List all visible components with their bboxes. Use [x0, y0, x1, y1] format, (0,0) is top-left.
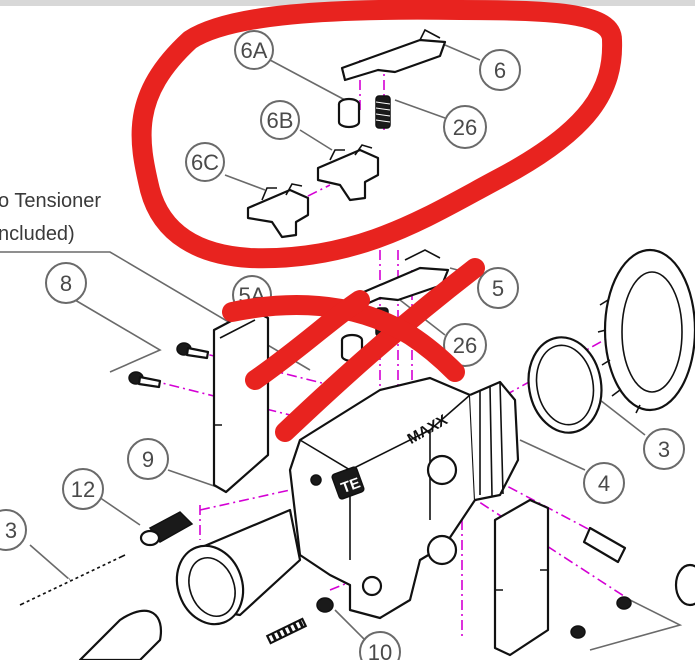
part-barrel-tube: [175, 508, 302, 626]
part-6B-nub: [316, 144, 380, 202]
part-4-oring: [527, 336, 603, 434]
part-10-spring-set: [265, 597, 334, 645]
svg-text:9: 9: [142, 447, 154, 472]
svg-text:6A: 6A: [241, 38, 268, 63]
callout-6C: 6C: [185, 142, 225, 182]
part-6-lever: [340, 28, 447, 82]
svg-text:6C: 6C: [191, 150, 219, 175]
callout-10: 10: [359, 631, 401, 660]
callout-6B: 6B: [260, 100, 300, 140]
leader-6C: [224, 174, 266, 191]
red-cross-stroke-2: [222, 295, 465, 382]
svg-text:8: 8: [60, 271, 72, 296]
part-8-screws: [128, 342, 210, 389]
svg-text:4: 4: [598, 471, 610, 496]
leader-12: [95, 494, 141, 526]
leader-6: [444, 44, 481, 61]
callout-9: 9: [127, 438, 169, 480]
part-right-cylinder: [674, 563, 695, 607]
hop-tensioner-label: o Tensioner ncluded): [0, 190, 101, 245]
svg-text:o Tensioner: o Tensioner: [0, 190, 101, 212]
leader-4: [519, 439, 586, 471]
part-3-locking-ring: [597, 248, 695, 414]
part-6C-nub: [246, 183, 310, 239]
svg-text:3: 3: [5, 518, 17, 543]
callout-26-upper: 26: [443, 105, 487, 149]
leader-26a: [394, 99, 446, 119]
callout-8: 8: [45, 262, 87, 304]
svg-text:6: 6: [494, 58, 506, 83]
leader-right-screws: [589, 599, 683, 651]
axis-spring-12: [199, 489, 291, 511]
svg-text:6B: 6B: [267, 108, 294, 133]
callout-5: 5: [477, 267, 519, 309]
part-hop-up-housing: TE MAXX: [288, 376, 477, 620]
part-6A-bushing: [337, 97, 361, 129]
svg-text:10: 10: [368, 640, 392, 660]
part-3-left-spring: [19, 554, 163, 660]
axis-right-screw: [419, 439, 591, 531]
part-9-plate-left: [212, 308, 270, 494]
callout-4: 4: [583, 462, 625, 504]
svg-text:ncluded): ncluded): [0, 223, 75, 245]
svg-text:3: 3: [658, 437, 670, 462]
callout-6: 6: [479, 49, 521, 91]
part-right-screws: [570, 526, 632, 639]
part-thread-ring: [469, 380, 520, 502]
leader-9: [167, 469, 221, 489]
svg-text:5: 5: [492, 276, 504, 301]
callout-6A: 6A: [234, 30, 274, 70]
callout-3-left: 3: [0, 509, 27, 551]
part-right-plate: [493, 498, 550, 657]
leader-6A: [269, 59, 346, 101]
housing-badge-text: TE: [339, 474, 363, 497]
leader-6B: [299, 129, 333, 151]
red-cross-stroke-3: [245, 290, 370, 390]
part-12-spring: [139, 511, 194, 547]
svg-text:26: 26: [453, 333, 477, 358]
callout-12: 12: [62, 468, 104, 510]
callout-3-right: 3: [643, 428, 685, 470]
callout-26-lower: 26: [443, 323, 487, 367]
svg-text:12: 12: [71, 477, 95, 502]
part-26-spring-upper: [375, 95, 391, 129]
red-circle-highlight: [131, 0, 623, 269]
leader-3-right: [599, 399, 646, 436]
svg-text:26: 26: [453, 115, 477, 140]
leader-10: [334, 609, 366, 641]
leader-8: [74, 299, 162, 373]
red-markup: [131, 0, 623, 442]
leader-3-left: [29, 544, 71, 581]
red-cross-stroke-1: [275, 258, 485, 442]
